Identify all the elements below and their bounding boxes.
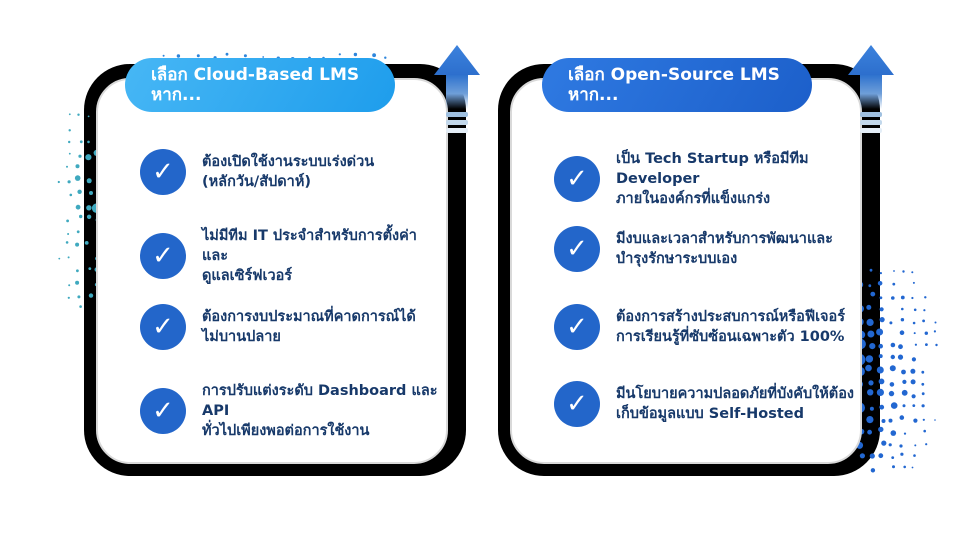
card-title-line2: หาก... <box>568 85 619 105</box>
check-icon: ✓ <box>554 156 600 202</box>
checklist-item: ✓ เป็น Tech Startup หรือมีทีม Developer … <box>554 149 854 209</box>
arrow-shaft <box>446 75 468 109</box>
card-title-line2: หาก... <box>151 85 202 105</box>
checklist-item-text: ต้องเปิดใช้งานระบบเร่งด่วน (หลักวัน/สัปด… <box>202 154 375 190</box>
arrow-stripe <box>860 112 882 117</box>
checklist-item: ✓ มีงบและเวลาสำหรับการพัฒนาและ บำรุงรักษ… <box>554 226 854 272</box>
check-icon: ✓ <box>140 149 186 195</box>
checklist-item: ✓ ไม่มีทีม IT ประจำสำหรับการตั้งค่าและ ด… <box>140 226 440 286</box>
check-icon: ✓ <box>554 304 600 350</box>
checklist-item: ✓ มีนโยบายความปลอดภัยที่บังคับให้ต้อง เก… <box>554 381 854 427</box>
arrow-stripe <box>860 120 882 125</box>
halftone-dots-right <box>855 267 938 473</box>
checklist-item: ✓ ต้องเปิดใช้งานระบบเร่งด่วน (หลักวัน/สั… <box>140 149 440 195</box>
card-open-source-lms: เลือก Open-Source LMS หาก... ✓ เป็น Tech… <box>498 45 938 476</box>
checklist-item-text: เป็น Tech Startup หรือมีทีม Developer ภา… <box>616 151 809 207</box>
arrow-head <box>434 45 480 75</box>
card-title-line1: เลือก Open-Source LMS <box>568 65 780 85</box>
check-icon: ✓ <box>140 388 186 434</box>
up-arrow-icon <box>848 45 894 133</box>
checklist-item-text: มีนโยบายความปลอดภัยที่บังคับให้ต้อง เก็บ… <box>616 386 854 422</box>
card-title-line1: เลือก Cloud-Based LMS <box>151 65 360 85</box>
checklist-item: ✓ ต้องการสร้างประสบการณ์หรือฟีเจอร์ การเ… <box>554 304 854 350</box>
card-cloud-based-lms: เลือก Cloud-Based LMS หาก... ✓ ต้องเปิดใ… <box>57 45 480 476</box>
arrow-shaft <box>860 75 882 109</box>
card-header-pill-cloud: เลือก Cloud-Based LMS หาก... <box>125 58 395 112</box>
checklist-item-text: ต้องการสร้างประสบการณ์หรือฟีเจอร์ การเรี… <box>616 309 846 345</box>
check-icon: ✓ <box>140 304 186 350</box>
arrow-head <box>848 45 894 75</box>
checklist-item-text: ไม่มีทีม IT ประจำสำหรับการตั้งค่าและ ดูแ… <box>202 228 417 284</box>
checklist-item: ✓ การปรับแต่งระดับ Dashboard และ API ทั่… <box>140 381 440 441</box>
arrow-stripe <box>860 128 882 133</box>
checklist-item-text: การปรับแต่งระดับ Dashboard และ API ทั่วไ… <box>202 383 438 439</box>
arrow-stripe <box>446 128 468 133</box>
check-icon: ✓ <box>554 381 600 427</box>
card-header-pill-opensource: เลือก Open-Source LMS หาก... <box>542 58 812 112</box>
arrow-stripe <box>446 112 468 117</box>
check-icon: ✓ <box>554 226 600 272</box>
checklist-item-text: มีงบและเวลาสำหรับการพัฒนาและ บำรุงรักษาร… <box>616 231 833 267</box>
checklist-item-text: ต้องการงบประมาณที่คาดการณ์ได้ ไม่บานปลาย <box>202 309 416 345</box>
checklist-item: ✓ ต้องการงบประมาณที่คาดการณ์ได้ ไม่บานปล… <box>140 304 440 350</box>
arrow-stripe <box>446 120 468 125</box>
check-icon: ✓ <box>140 233 186 279</box>
up-arrow-icon <box>434 45 480 133</box>
